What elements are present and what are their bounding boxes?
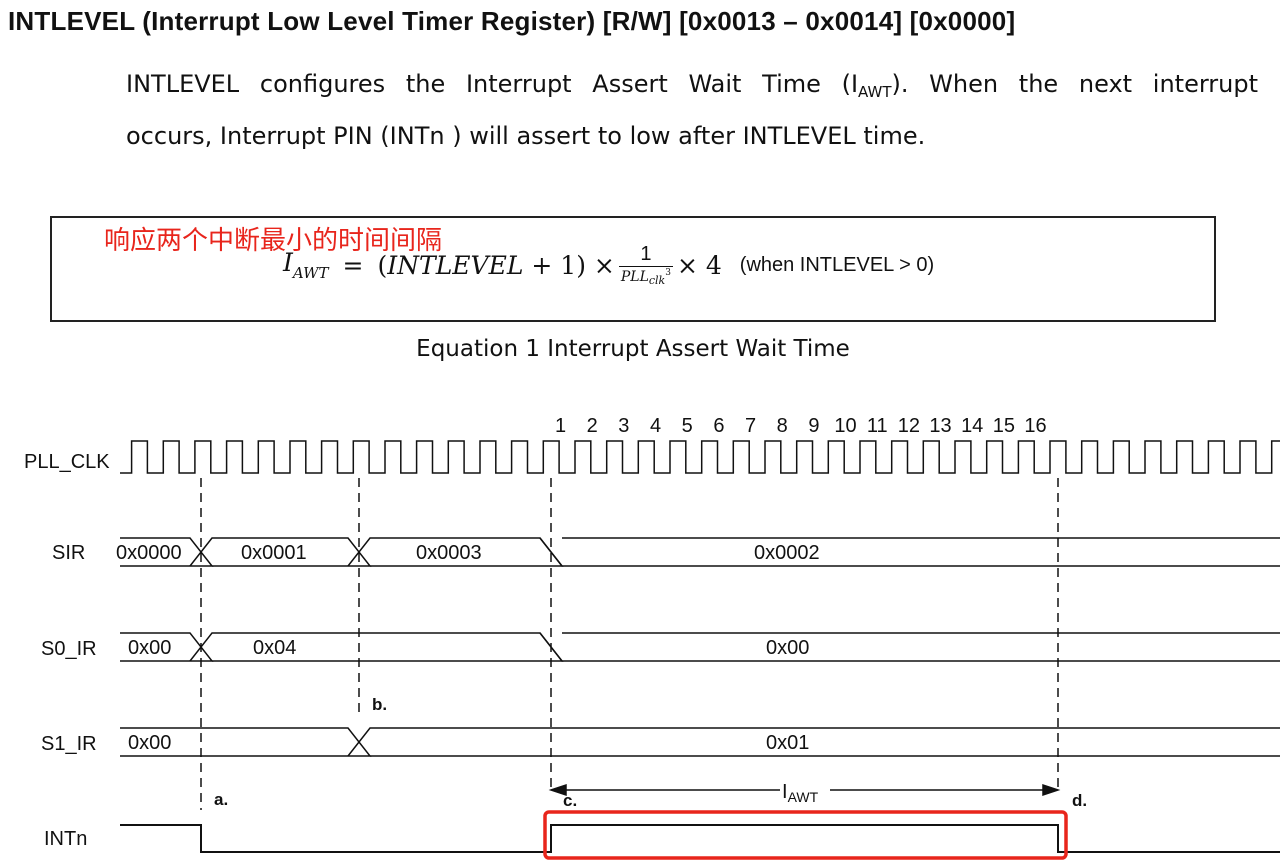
register-title: INTLEVEL (Interrupt Low Level Timer Regi… [8, 6, 1016, 36]
equation: IAWT = (INTLEVEL + 1) × 1 PLLclk3 × 4 (w… [283, 243, 934, 287]
sir-label: SIR [52, 542, 85, 564]
sir-value-2: 0x0001 [241, 542, 307, 564]
sir-value-4: 0x0002 [754, 542, 820, 564]
pll-clk-line [120, 440, 1280, 474]
cycle-number: 5 [682, 415, 693, 437]
iawt-label: IAWT [782, 781, 819, 805]
cycle-number: 1 [555, 415, 566, 437]
s0-ir-value-1: 0x00 [128, 637, 171, 659]
eq-fraction: 1 PLLclk3 [618, 243, 673, 287]
equation-box [50, 216, 1216, 322]
s1-ir-label: S1_IR [41, 733, 97, 755]
guide-lines [200, 478, 1059, 810]
s1-ir-value-2: 0x01 [766, 732, 809, 754]
intn-waveform [120, 824, 1280, 853]
cycle-number: 4 [650, 415, 661, 437]
pll-clk-waveform [120, 440, 1280, 474]
eq-term: (INTLEVEL + 1) × [377, 250, 615, 280]
s1-ir-value-1: 0x00 [128, 732, 171, 754]
eq-sign: = [342, 250, 364, 280]
cycle-number: 14 [961, 415, 983, 437]
cycle-number: 7 [745, 415, 756, 437]
s0-ir-bus [120, 632, 1280, 662]
s0-ir-label: S0_IR [41, 638, 97, 660]
cycle-number: 12 [898, 415, 920, 437]
cycle-number: 8 [777, 415, 788, 437]
eq-condition: (when INTLEVEL > 0) [739, 253, 935, 276]
cycle-number: 9 [808, 415, 819, 437]
cycle-number: 13 [929, 415, 951, 437]
cycle-number: 3 [618, 415, 629, 437]
s0-ir-value-2: 0x04 [253, 637, 296, 659]
cycle-number: 11 [867, 415, 888, 437]
sir-value-1: 0x0000 [116, 542, 182, 564]
description-line-2: occurs, Interrupt PIN (INTn ) will asser… [126, 122, 926, 150]
intn-label: INTn [44, 828, 87, 850]
marker-d: d. [1072, 791, 1087, 810]
chinese-annotation: 响应两个中断最小的时间间隔 [104, 226, 443, 256]
cycle-number: 6 [713, 415, 724, 437]
eq-times4: × 4 [676, 250, 722, 280]
pll-clk-label: PLL_CLK [24, 451, 110, 473]
s1-ir-bus [120, 727, 1280, 757]
eq-lhs: IAWT [283, 248, 329, 282]
sir-bus [120, 537, 1280, 567]
cycle-number: 2 [587, 415, 598, 437]
cycle-number: 15 [993, 415, 1015, 437]
sir-value-3: 0x0003 [416, 542, 482, 564]
cycle-number: 16 [1024, 415, 1046, 437]
iawt-arrow [548, 783, 1061, 797]
marker-b: b. [372, 695, 387, 714]
s0-ir-value-3: 0x00 [766, 637, 809, 659]
cycle-number: 10 [834, 415, 856, 437]
marker-a: a. [214, 790, 228, 809]
description-line-1: INTLEVEL configures the Interrupt Assert… [126, 70, 1258, 101]
equation-caption: Equation 1 Interrupt Assert Wait Time [416, 336, 850, 362]
iawt-highlight-box [543, 810, 1068, 860]
